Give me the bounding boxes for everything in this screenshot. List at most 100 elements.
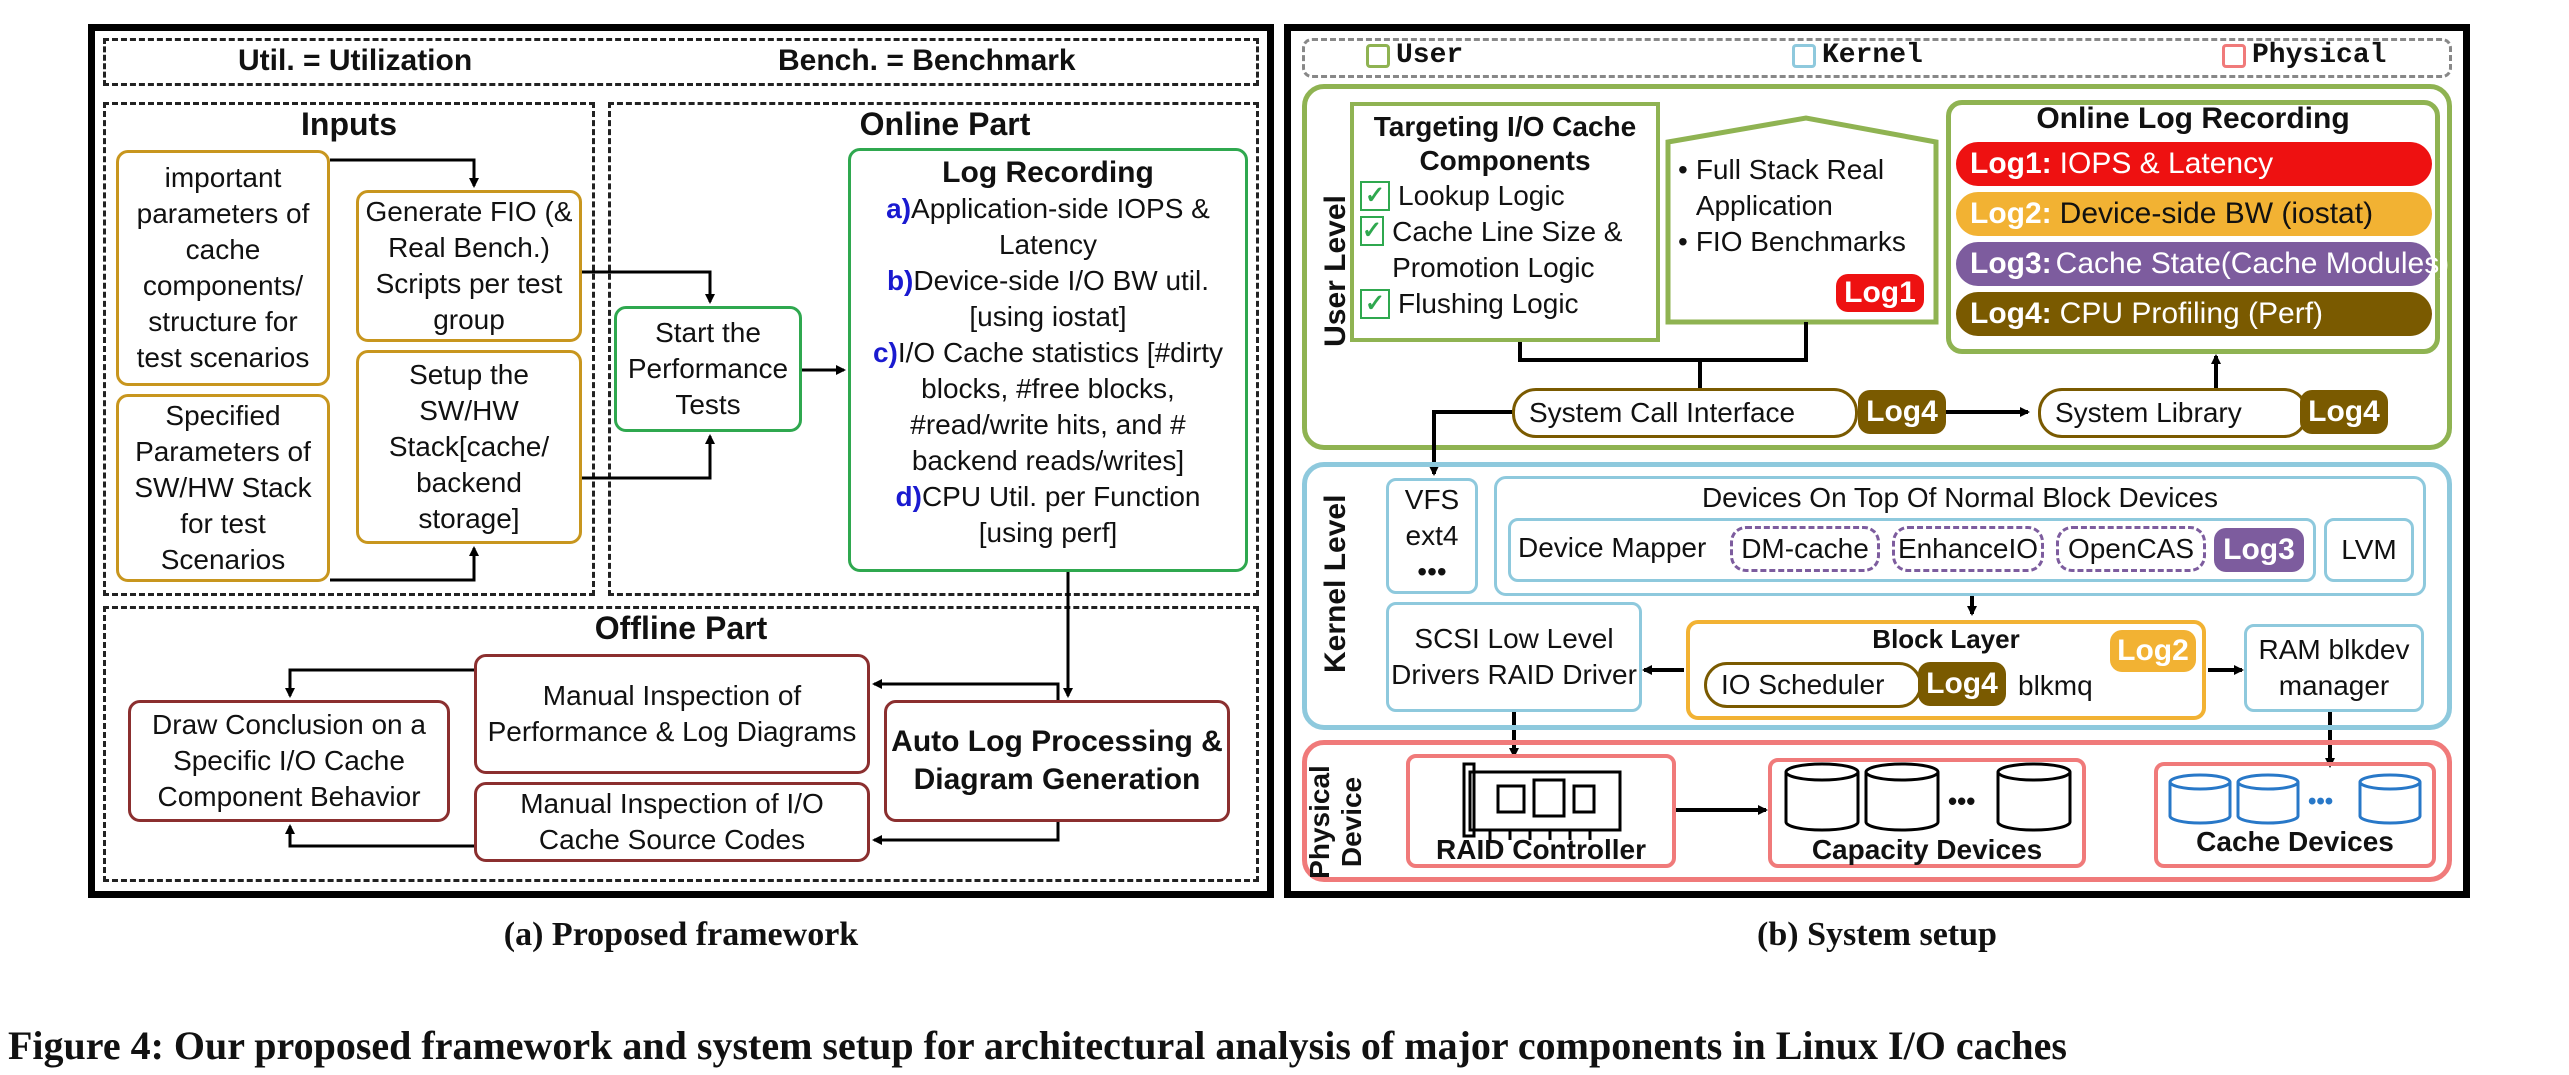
lvm-box: LVM — [2324, 518, 2414, 582]
dm-cache-box: DM-cache — [1730, 526, 1880, 572]
system-setup-panel — [1284, 24, 2470, 898]
log4-pill: Log4:CPU Profiling (Perf) — [1956, 292, 2432, 336]
block-layer-box — [1686, 620, 2206, 720]
targeting-box: Targeting I/O Cache Components ✓Lookup L… — [1350, 102, 1660, 342]
offline-section — [103, 606, 1259, 882]
cache-devices-box — [2154, 762, 2436, 868]
log2-pill: Log2:Device-side BW (iostat) — [1956, 192, 2432, 236]
log-item-a: a)Application-side IOPS & Latency — [857, 191, 1239, 263]
legend-box — [103, 38, 1259, 86]
check-lookup-text: Lookup Logic — [1398, 180, 1565, 211]
app-item-1-text: Full Stack Real Application — [1695, 154, 1885, 221]
legend-user-text: User — [1396, 40, 1464, 71]
log2-key: Log2: — [1970, 197, 2052, 230]
legend-kernel: Kernel — [1792, 40, 1923, 71]
log4-text: CPU Profiling (Perf) — [2059, 297, 2324, 330]
user-legend-swatch — [1366, 43, 1390, 68]
cache-devices-label: Cache Devices — [2196, 826, 2394, 857]
log-a-text: Application-side IOPS & Latency — [911, 193, 1210, 260]
log4-tag-syslib: Log4 — [2300, 390, 2388, 434]
system-library: System Library — [2038, 388, 2308, 438]
raid-controller-box — [1406, 754, 1676, 868]
bullet-icon: • — [1678, 154, 1688, 185]
start-tests-box: Start the Performance Tests — [614, 306, 802, 432]
block-layer-title: Block Layer — [1872, 624, 2020, 654]
log3-pill: Log3:Cache State(Cache Modules) — [1956, 242, 2449, 286]
right-legend — [1302, 38, 2452, 78]
opencas-box: OpenCAS — [2056, 526, 2206, 572]
input-stack-params: Specified Parameters of SW/HW Stack for … — [116, 394, 330, 582]
raid-label: RAID Controller — [1436, 834, 1646, 865]
offline-title: Offline Part — [594, 610, 768, 646]
legend-kernel-text: Kernel — [1822, 40, 1923, 71]
auto-log-box: Auto Log Processing & Diagram Generation — [884, 700, 1230, 822]
log4-key: Log4: — [1970, 297, 2052, 330]
syslib-text: System Library — [2055, 397, 2242, 428]
log3-key: Log3: — [1970, 247, 2052, 280]
device-mapper-box — [1508, 518, 2316, 582]
physical-level-region — [1302, 740, 2452, 882]
capacity-label: Capacity Devices — [1811, 834, 2043, 865]
manual-src-box: Manual Inspection of I/O Cache Source Co… — [474, 782, 870, 862]
inputs-section — [103, 102, 595, 596]
conclusion-box: Draw Conclusion on a Specific I/O Cache … — [128, 700, 450, 822]
inputs-title: Inputs — [301, 106, 397, 142]
online-section — [608, 102, 1259, 596]
log-a-key: a) — [886, 193, 912, 224]
kernel-level-region — [1302, 462, 2452, 730]
devices-region — [1494, 476, 2426, 596]
device-mapper-label: Device Mapper — [1518, 532, 1707, 563]
check-cacheline: ✓Cache Line Size & Promotion Logic — [1360, 214, 1650, 286]
enhanceio-box: EnhanceIO — [1892, 526, 2044, 572]
scsi-box: SCSI Low Level Drivers RAID Driver — [1386, 602, 1642, 712]
devices-title: Devices On Top Of Normal Block Devices — [1701, 482, 2219, 513]
syscall-interface: System Call Interface — [1512, 388, 1858, 438]
check-flushing-text: Flushing Logic — [1398, 288, 1579, 319]
cache-dots: ••• — [2308, 788, 2334, 815]
checkmark-icon: ✓ — [1360, 181, 1390, 211]
generate-fio-box: Generate FIO (& Real Bench.) Scripts per… — [356, 190, 582, 342]
capacity-dots: ••• — [1948, 786, 1976, 816]
log-item-c: c)I/O Cache statistics [#dirty blocks, #… — [857, 335, 1239, 479]
log1-key: Log1: — [1970, 147, 2052, 180]
io-scheduler-text: IO Scheduler — [1721, 669, 1885, 700]
legend-physical-text: Physical — [2252, 40, 2387, 71]
log-d-text: CPU Util. per Function [using perf] — [921, 481, 1201, 548]
figure-caption: Figure 4: Our proposed framework and sys… — [8, 1023, 2067, 1068]
log1-pill: Log1:IOPS & Latency — [1956, 142, 2432, 186]
syscall-text: System Call Interface — [1529, 397, 1796, 428]
check-lookup: ✓ Lookup Logic — [1360, 178, 1650, 214]
legend-physical: Physical — [2222, 40, 2386, 71]
application-box: •Full Stack Real Application •FIO Benchm… — [1674, 150, 1930, 316]
caption-a: (a) Proposed framework — [503, 916, 859, 953]
log-recording-title: Log Recording — [942, 156, 1154, 189]
legend-util: Util. = Utilization — [238, 44, 473, 77]
online-log-title: Online Log Recording — [2036, 102, 2350, 135]
input-cache-params: important parameters of cache components… — [116, 150, 330, 386]
log-b-text: Device-side I/O BW util. [using iostat] — [913, 265, 1210, 332]
log2-tag: Log2 — [2110, 630, 2196, 672]
log4-tag-syscall: Log4 — [1858, 390, 1946, 434]
io-scheduler: IO Scheduler — [1704, 662, 1922, 708]
online-log-box — [1946, 100, 2440, 354]
app-item-2-text: FIO Benchmarks — [1695, 226, 1906, 257]
check-flushing: ✓Flushing Logic — [1360, 286, 1650, 322]
log-item-b: b)Device-side I/O BW util. [using iostat… — [857, 263, 1239, 335]
log4-tag-iosched: Log4 — [1918, 662, 2006, 706]
caption-b: (b) System setup — [1757, 916, 1997, 953]
user-level-region — [1302, 84, 2452, 450]
legend-bench: Bench. = Benchmark — [778, 44, 1076, 77]
proposed-framework-panel — [88, 24, 1274, 898]
vfs-box: VFS ext4 ••• — [1386, 478, 1478, 594]
log-c-text: I/O Cache statistics [#dirty blocks, #fr… — [897, 337, 1224, 476]
log3-tag: Log3 — [2214, 528, 2304, 572]
log2-text: Device-side BW (iostat) — [2059, 197, 2374, 230]
physical-legend-swatch — [2222, 43, 2246, 68]
online-title: Online Part — [859, 106, 1031, 142]
log-d-key: d) — [895, 481, 922, 512]
checkmark-icon: ✓ — [1360, 216, 1385, 246]
